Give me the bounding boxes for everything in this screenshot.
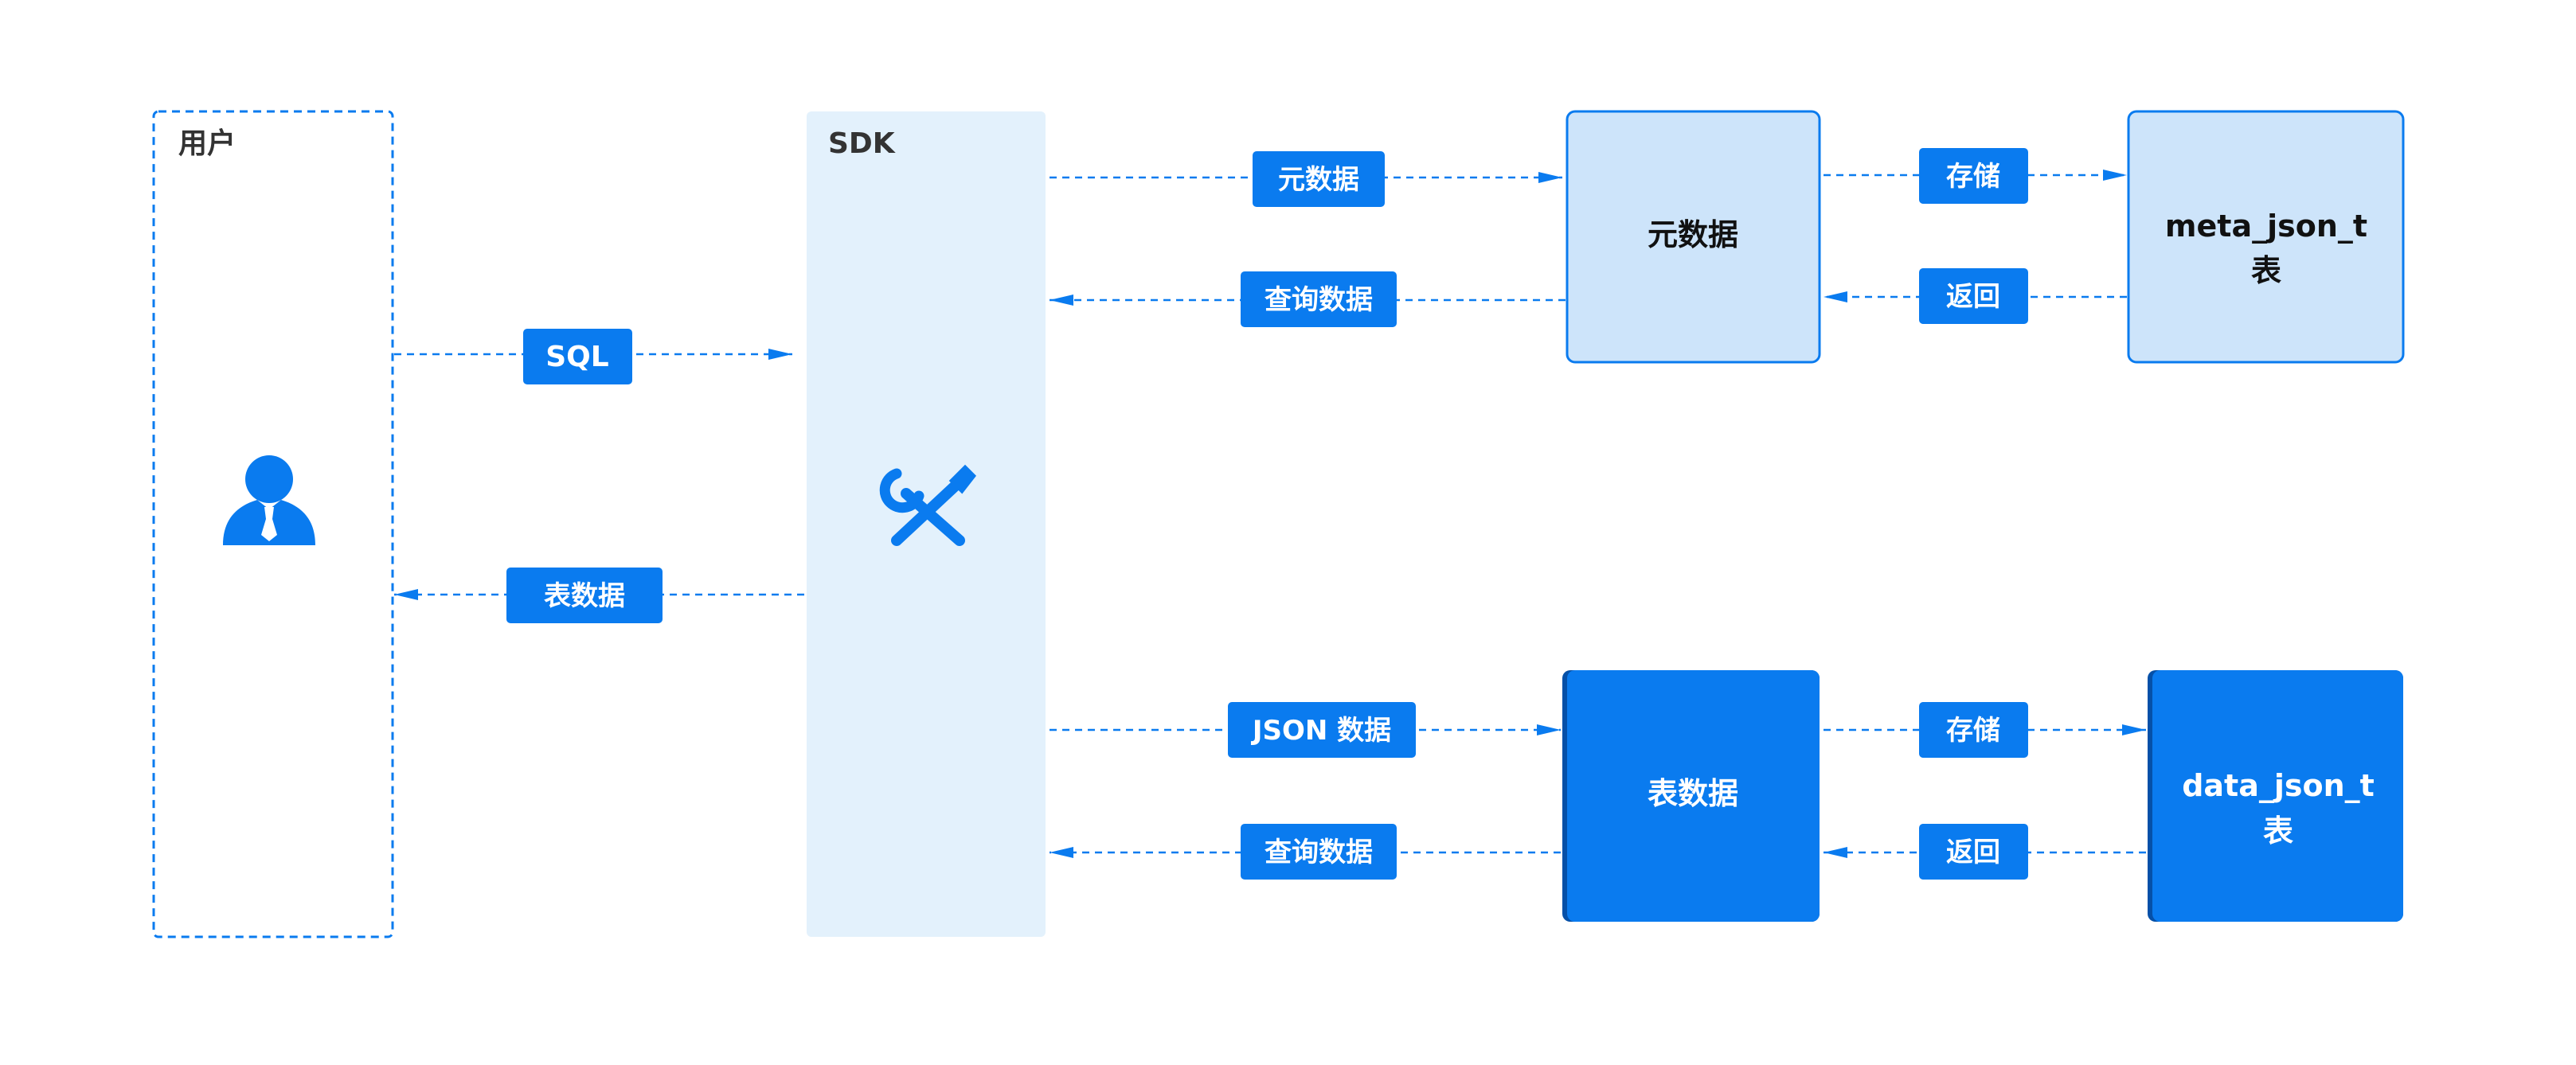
- svg-text:查询数据: 查询数据: [1265, 837, 1373, 868]
- data-table-node: data_json_t 表: [2148, 670, 2403, 922]
- sdk-box: SDK: [807, 111, 1046, 937]
- svg-text:返回: 返回: [1946, 837, 2000, 868]
- svg-text:元数据: 元数据: [1278, 164, 1359, 196]
- svg-text:JSON 数据: JSON 数据: [1251, 715, 1391, 747]
- data-node-label: 表数据: [1648, 776, 1738, 811]
- edge-label-meta-return: 返回: [1919, 268, 2028, 324]
- svg-text:查询数据: 查询数据: [1265, 284, 1373, 316]
- data-node: 表数据: [1562, 670, 1820, 922]
- edge-label-meta-store: 存储: [1919, 148, 2028, 204]
- svg-text:返回: 返回: [1946, 281, 2000, 313]
- data-table-label-line2: 表: [2263, 813, 2293, 848]
- edge-label-meta-out: 元数据: [1253, 151, 1385, 207]
- edge-label-meta-query: 查询数据: [1241, 271, 1397, 327]
- svg-text:存储: 存储: [1946, 161, 2000, 193]
- data-table-label-line1: data_json_t: [2182, 768, 2375, 803]
- sdk-box-title: SDK: [828, 127, 896, 160]
- tools-icon: [879, 464, 976, 546]
- edge-label-data-store: 存储: [1919, 702, 2028, 758]
- user-box: 用户: [152, 110, 394, 938]
- edge-label-sql: SQL: [523, 329, 632, 384]
- edge-label-json-query: 查询数据: [1241, 824, 1397, 880]
- svg-text:存储: 存储: [1946, 715, 2000, 747]
- user-box-title: 用户: [178, 127, 236, 160]
- user-icon: [223, 455, 315, 545]
- meta-table-label-line1: meta_json_t: [2165, 209, 2367, 244]
- svg-text:SQL: SQL: [545, 341, 608, 373]
- meta-table-node: meta_json_t 表: [2127, 110, 2405, 364]
- edge-label-json-out: JSON 数据: [1228, 702, 1416, 758]
- edge-label-table-data: 表数据: [506, 568, 663, 623]
- meta-node-label: 元数据: [1648, 217, 1738, 252]
- svg-text:表数据: 表数据: [544, 580, 625, 612]
- edge-label-data-return: 返回: [1919, 824, 2028, 880]
- meta-table-label-line2: 表: [2251, 253, 2281, 288]
- meta-node: 元数据: [1566, 110, 1821, 364]
